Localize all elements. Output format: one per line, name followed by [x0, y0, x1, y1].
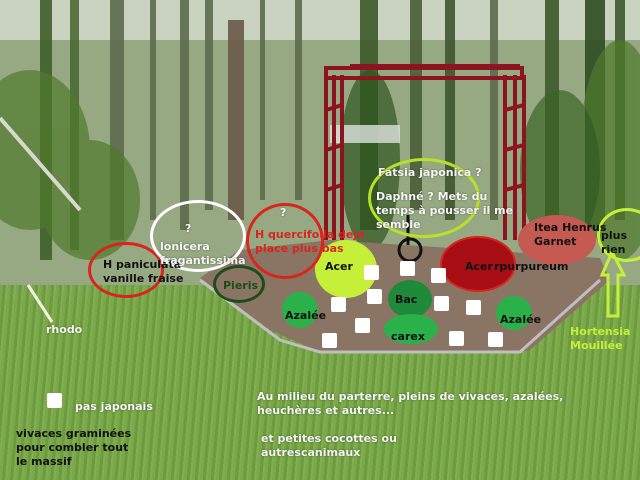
bac-blob	[388, 280, 432, 318]
pergola	[324, 64, 526, 240]
milieu-label: Au milieu du parterre, pleins de vivaces…	[257, 390, 564, 417]
woodland-background	[0, 0, 640, 300]
itea-blob	[518, 215, 596, 265]
stepping-stone	[322, 333, 337, 348]
stepping-stone	[355, 318, 370, 333]
stepping-stone	[434, 296, 449, 311]
carex-label: carex	[391, 330, 425, 343]
bac-label: Bac	[395, 293, 418, 306]
acer-purpureum-blob	[440, 236, 516, 292]
hortensia-arrow	[599, 248, 627, 318]
legend-stepping-stone	[47, 393, 62, 408]
pieris-ring	[213, 265, 265, 303]
quercifolia-ring	[246, 203, 324, 279]
h-paniculata-ring	[88, 242, 164, 298]
pas-japonais-label: pas japonais	[75, 400, 153, 413]
bed-edging	[199, 278, 602, 354]
acer-left-label: Acer	[325, 260, 353, 273]
stepping-stone	[431, 268, 446, 283]
lonicera-question: ?	[185, 222, 192, 235]
stepping-stone	[331, 297, 346, 312]
acer-right-label: Acer	[465, 260, 493, 273]
azalee-right-blob	[496, 296, 532, 330]
stepping-stone	[367, 289, 382, 304]
stepping-stone	[364, 265, 379, 280]
fatsia-label: Fatsia japonica ?	[378, 166, 482, 179]
rhodo-label: rhodo	[46, 323, 83, 336]
daphne-ring	[368, 158, 480, 238]
stepping-stone	[466, 300, 481, 315]
purpureum-label: rpurpureum	[494, 260, 569, 273]
plus-rien-ring	[597, 208, 640, 262]
stepping-stone	[488, 332, 503, 347]
azalee-left-blob	[282, 292, 318, 328]
lonicera-ring	[150, 200, 246, 272]
stepping-stone	[449, 331, 464, 346]
azalee-left-label: Azalée	[285, 309, 327, 322]
rhodo-pointer	[26, 284, 54, 323]
azalee-right-label: Azalée	[500, 313, 542, 326]
quercifolia-question: ?	[280, 206, 287, 219]
stepping-stone	[400, 261, 415, 276]
pieris-label: Pieris	[223, 279, 259, 292]
carex-blob	[384, 314, 438, 344]
